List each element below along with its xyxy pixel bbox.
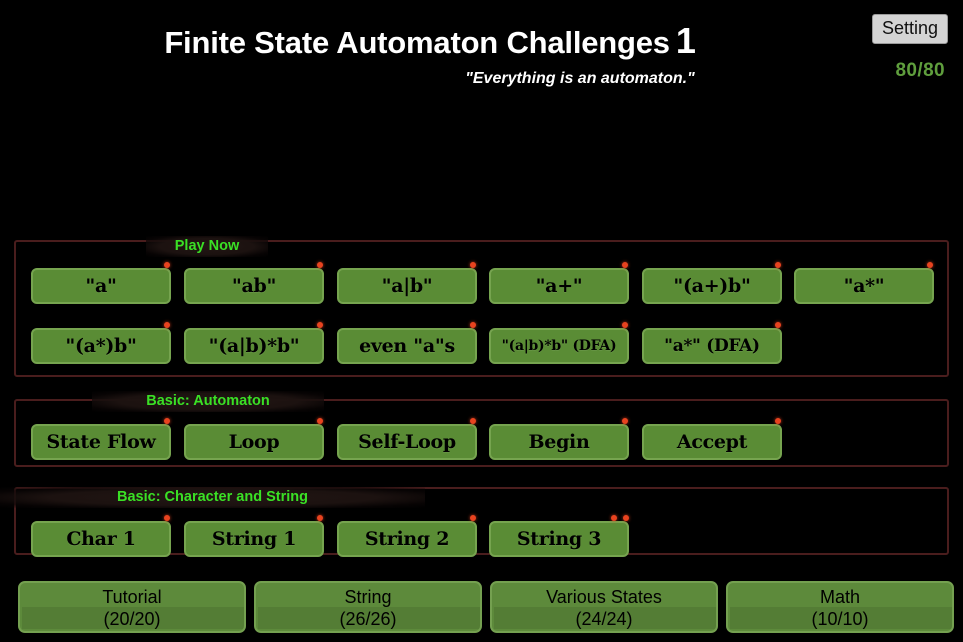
badge-dot [164,262,170,268]
badge-dot [317,418,323,424]
badge-dot [611,515,617,521]
badge-dot [470,515,476,521]
nav-tab-progress: (10/10) [811,608,869,629]
badge-dot [164,322,170,328]
section-basic-automaton [14,399,949,467]
challenge-button-string-2[interactable]: String 2 [337,521,477,557]
nav-tab-tutorial[interactable]: Tutorial (20/20) [18,581,246,633]
challenge-button-string-1[interactable]: String 1 [184,521,324,557]
badge-dot [622,322,628,328]
badge-dot [927,262,933,268]
badge-dot [470,262,476,268]
challenge-button-ab[interactable]: "ab" [184,268,324,304]
nav-tab-math[interactable]: Math (10/10) [726,581,954,633]
challenge-button-even-as[interactable]: even "a"s [337,328,477,364]
badge-dot [317,322,323,328]
nav-tab-progress: (24/24) [575,608,633,629]
challenge-button-state-flow[interactable]: State Flow [31,424,171,460]
badge-dot [623,515,629,521]
badge-dot [622,418,628,424]
nav-tab-various-states[interactable]: Various States (24/24) [490,581,718,633]
nav-tab-label: Math [819,587,861,607]
badge-dot [164,418,170,424]
challenge-button-a-star-dfa[interactable]: "a*" (DFA) [642,328,782,364]
badge-dot [470,418,476,424]
progress-fill [258,607,480,629]
challenge-button-char-1[interactable]: Char 1 [31,521,171,557]
challenge-button-a-or-b[interactable]: "a|b" [337,268,477,304]
challenge-button-a-or-b-star-b-dfa[interactable]: "(a|b)*b" (DFA) [489,328,629,364]
section-basic-character-and-string [14,487,949,555]
nav-tab-progress: (20/20) [103,608,161,629]
section-label-play-now: Play Now [146,236,268,257]
challenge-button-a-star[interactable]: "a*" [794,268,934,304]
nav-tab-label: String [344,587,392,607]
challenge-button-a-or-b-star-b[interactable]: "(a|b)*b" [184,328,324,364]
challenge-button-a-plus-b[interactable]: "(a+)b" [642,268,782,304]
nav-tab-string[interactable]: String (26/26) [254,581,482,633]
challenge-button-a-star-b[interactable]: "(a*)b" [31,328,171,364]
challenge-button-a[interactable]: "a" [31,268,171,304]
bottom-navigation: Tutorial (20/20) String (26/26) Various … [0,578,963,642]
page-title-level: 1 [675,20,696,61]
badge-dot [775,418,781,424]
badge-dot [775,322,781,328]
page-title-text: Finite State Automaton Challenges [164,25,670,60]
section-label-basic-character-and-string: Basic: Character and String [0,487,425,508]
challenge-button-begin[interactable]: Begin [489,424,629,460]
page-subtitle: "Everything is an automaton." [465,70,695,87]
badge-dot [470,322,476,328]
progress-fill [494,607,716,629]
challenge-button-loop[interactable]: Loop [184,424,324,460]
badge-dot [317,262,323,268]
challenge-button-accept[interactable]: Accept [642,424,782,460]
nav-tab-label: Tutorial [102,587,162,607]
badge-dot [622,262,628,268]
nav-tab-label: Various States [546,587,662,607]
score-badge: 80/80 [895,60,945,81]
nav-tab-progress: (26/26) [339,608,397,629]
setting-button[interactable]: Setting [871,14,948,44]
challenge-button-string-3[interactable]: String 3 [489,521,629,557]
badge-dot [317,515,323,521]
challenge-button-self-loop[interactable]: Self-Loop [337,424,477,460]
badge-dot [164,515,170,521]
challenge-button-a-plus[interactable]: "a+" [489,268,629,304]
section-label-basic-automaton: Basic: Automaton [92,391,324,412]
section-play-now [14,240,949,377]
badge-dot [775,262,781,268]
progress-fill [730,607,952,629]
progress-fill [22,607,244,629]
